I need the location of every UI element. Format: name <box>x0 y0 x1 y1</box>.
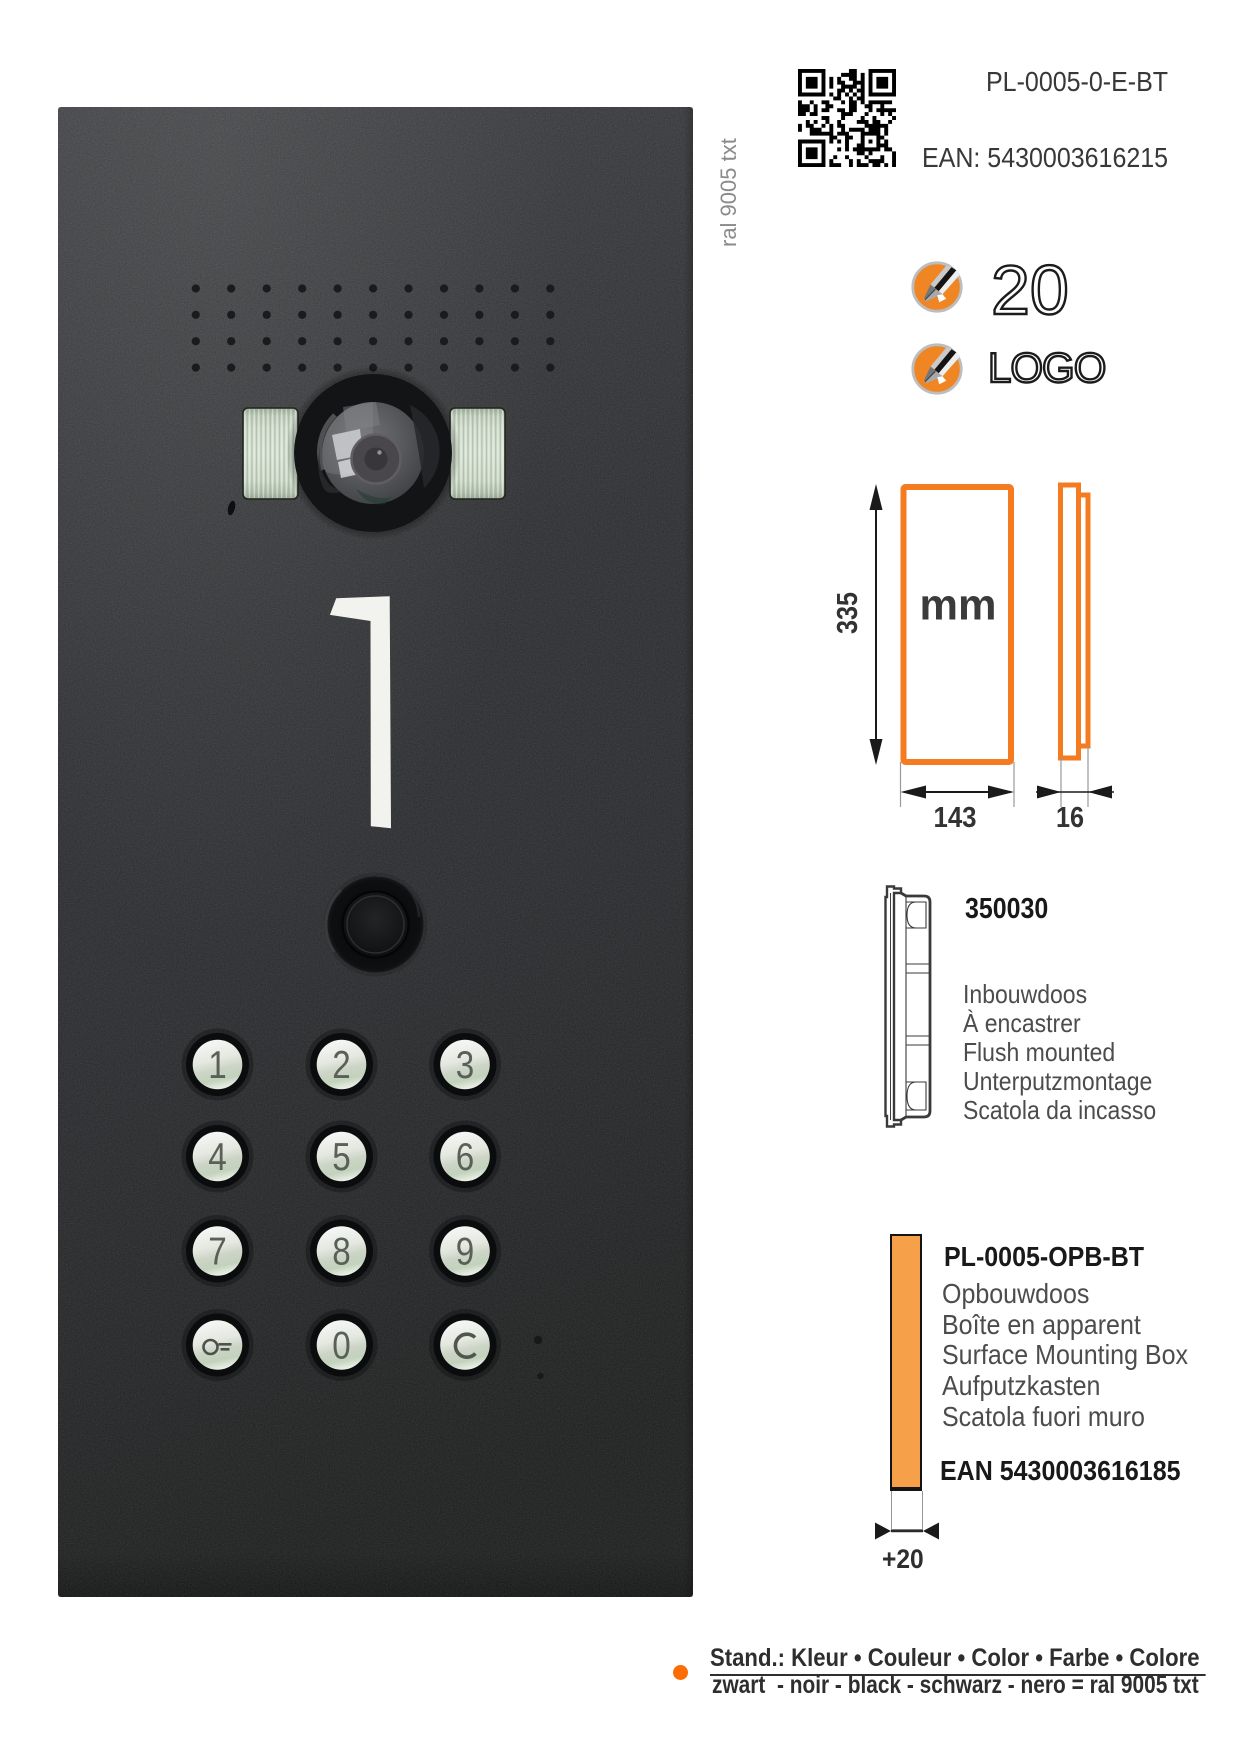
svg-text:1: 1 <box>208 1044 227 1087</box>
svg-text:7: 7 <box>208 1231 227 1274</box>
svg-text:6: 6 <box>456 1136 475 1179</box>
svg-text:mm: mm <box>920 581 997 630</box>
svg-text:0: 0 <box>332 1325 351 1368</box>
svg-text:9: 9 <box>456 1231 475 1274</box>
svg-text:335: 335 <box>832 592 864 634</box>
svg-text:2: 2 <box>332 1044 351 1087</box>
svg-text:3: 3 <box>456 1044 475 1087</box>
svg-text:143: 143 <box>934 802 977 834</box>
svg-text:5: 5 <box>332 1136 351 1179</box>
svg-text:4: 4 <box>208 1136 227 1179</box>
svg-text:8: 8 <box>332 1231 351 1274</box>
svg-text:16: 16 <box>1056 802 1084 834</box>
